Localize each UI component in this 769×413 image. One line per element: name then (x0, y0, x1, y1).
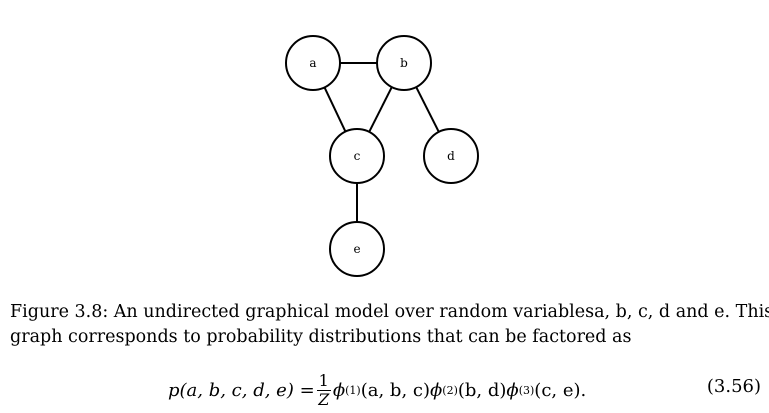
phi-3-superscript: (3) (518, 384, 535, 397)
phi-2-args: (b, d) (457, 380, 507, 401)
equation-fraction: 1 Z (316, 371, 331, 409)
edge-a-c (323, 86, 347, 133)
graphical-model-figure: a b c d e (285, 35, 479, 277)
phi-2: ϕ (430, 380, 443, 401)
equation-lhs-text: p(a, b, c, d, e) = (168, 380, 315, 401)
caption-line-2: graph corresponds to probability distrib… (10, 327, 632, 347)
phi-2-superscript: (2) (442, 384, 458, 397)
figure-caption: Figure 3.8: An undirected graphical mode… (10, 300, 769, 350)
node-b-circle (376, 35, 432, 91)
node-a-circle (285, 35, 341, 91)
phi-1-superscript: (1) (345, 384, 361, 397)
fraction-denominator: Z (318, 390, 330, 409)
phi-1-args: (a, b, c) (360, 380, 430, 401)
edge-b-d (415, 86, 440, 133)
graph-nodes: a b c d e (285, 35, 479, 277)
edge-b-c (368, 86, 393, 133)
node-d-circle (423, 128, 479, 184)
node-b-label: b (400, 56, 408, 70)
node-c: c (329, 128, 385, 184)
node-a-label: a (309, 56, 316, 70)
equation: p(a, b, c, d, e) = 1 Z ϕ(1)(a, b, c) ϕ(2… (0, 360, 769, 410)
fraction-numerator: 1 (316, 371, 331, 391)
equation-number: (3.56) (706, 376, 761, 397)
node-e: e (329, 221, 385, 277)
graph-edges (323, 62, 440, 222)
node-a: a (285, 35, 341, 91)
node-c-circle (329, 128, 385, 184)
phi-3: ϕ (506, 380, 519, 401)
phi-3-args: (c, e). (534, 380, 587, 401)
equation-lhs: p(a, b, c, d, e) = (168, 380, 315, 401)
node-e-circle (329, 221, 385, 277)
node-c-label: c (354, 149, 361, 163)
node-b: b (376, 35, 432, 91)
phi-1: ϕ (332, 380, 346, 401)
caption-line-1: Figure 3.8: An undirected graphical mode… (10, 302, 769, 322)
node-d-label: d (447, 149, 455, 163)
node-e-label: e (353, 242, 360, 256)
equation-body: p(a, b, c, d, e) = 1 Z ϕ(1)(a, b, c) ϕ(2… (168, 372, 586, 409)
node-d: d (423, 128, 479, 184)
